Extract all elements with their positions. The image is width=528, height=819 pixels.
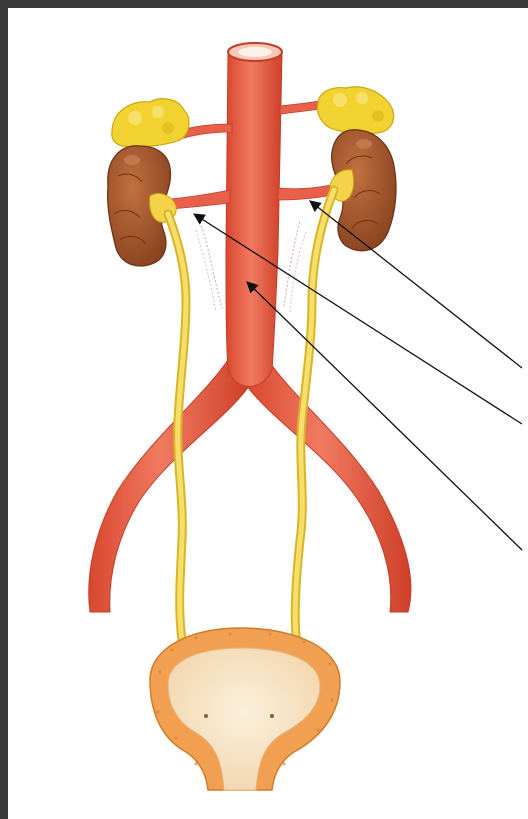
aorta xyxy=(226,43,282,387)
ureteral-orifice-right xyxy=(270,714,274,718)
ureteral-orifice-left xyxy=(204,714,208,718)
